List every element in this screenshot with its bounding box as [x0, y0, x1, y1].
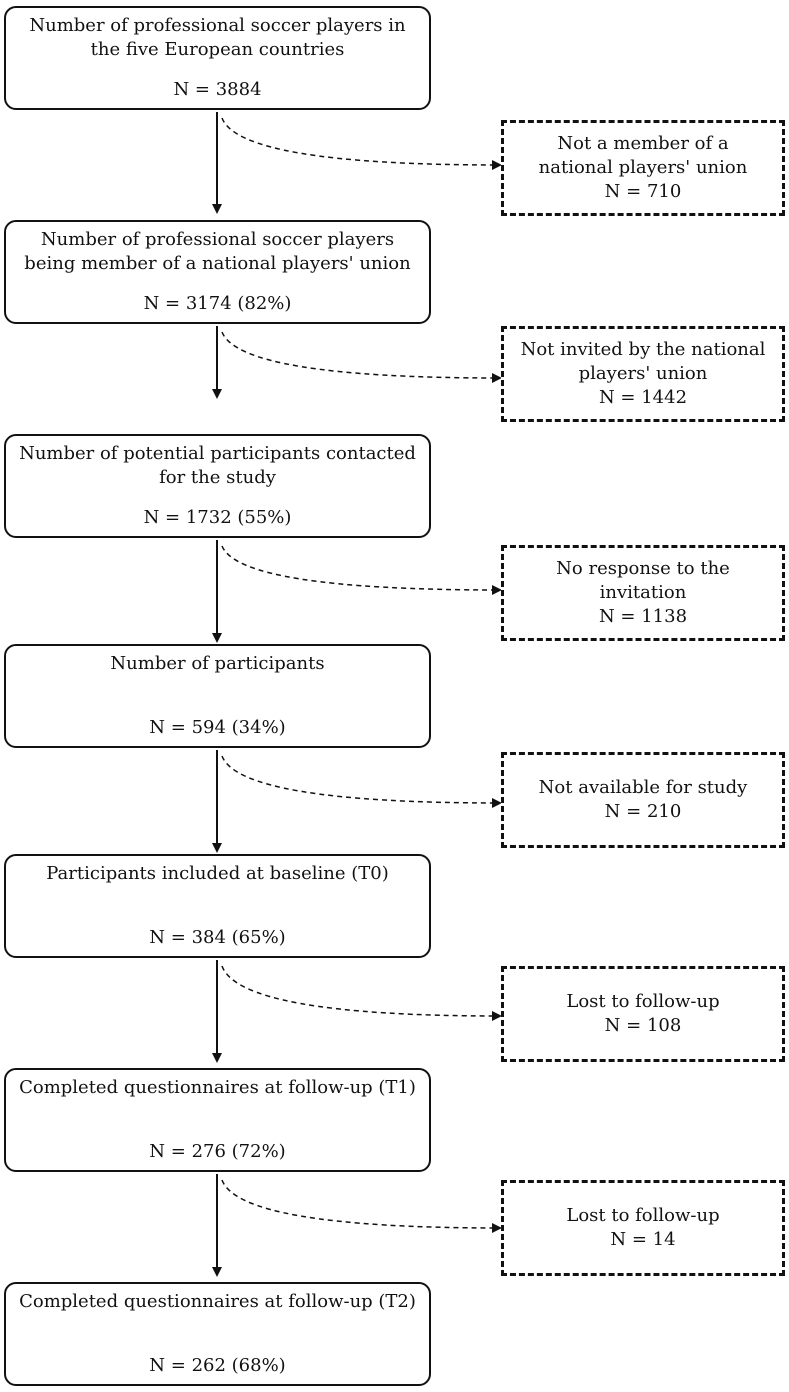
exclusion-count: N = 710: [604, 181, 682, 202]
step-count: N = 3884: [173, 79, 262, 100]
exclusion-count: N = 108: [604, 1015, 682, 1036]
step-count: N = 3174 (82%): [143, 293, 292, 314]
step-box: Number of professional soccer players be…: [4, 220, 431, 324]
step-text: Number of participants: [110, 653, 325, 674]
exclusion-box: Not available for study N = 210: [501, 752, 785, 848]
exclusion-arrow: [221, 1179, 502, 1233]
exclusion-arrow: [221, 117, 502, 170]
step-count: N = 262 (68%): [149, 1355, 286, 1376]
step-count: N = 1732 (55%): [143, 507, 292, 528]
step-box: Number of potential participants contact…: [4, 434, 431, 538]
step-count: N = 594 (34%): [149, 717, 286, 738]
step-count: N = 384 (65%): [149, 927, 286, 948]
exclusion-text: Lost to follow-up: [566, 1205, 720, 1226]
exclusion-box: Not invited by the national players' uni…: [501, 326, 785, 422]
exclusion-count: N = 1442: [598, 387, 688, 408]
step-text: Number of potential participants contact…: [19, 443, 416, 488]
exclusion-box: Lost to follow-up N = 14: [501, 1180, 785, 1276]
exclusion-count: N = 1138: [598, 606, 688, 627]
step-box: Number of participants N = 594 (34%): [4, 644, 431, 748]
exclusion-count: N = 14: [610, 1229, 676, 1250]
exclusion-arrow: [221, 965, 502, 1021]
step-text: Participants included at baseline (T0): [46, 863, 389, 884]
step-count: N = 276 (72%): [149, 1141, 286, 1162]
exclusion-text: Not available for study: [538, 777, 748, 798]
step-text: Number of professional soccer players be…: [24, 229, 411, 274]
step-box: Completed questionnaires at follow-up (T…: [4, 1282, 431, 1386]
step-box: Number of professional soccer players in…: [4, 6, 431, 110]
exclusion-arrow: [221, 331, 502, 383]
exclusion-count: N = 210: [604, 801, 682, 822]
exclusion-arrow: [221, 755, 502, 808]
step-box: Completed questionnaires at follow-up (T…: [4, 1068, 431, 1172]
exclusion-text: Not invited by the national players' uni…: [520, 339, 766, 384]
step-box: Participants included at baseline (T0) N…: [4, 854, 431, 958]
exclusion-arrow: [221, 545, 502, 595]
exclusion-box: Not a member of a national players' unio…: [501, 120, 785, 216]
exclusion-box: Lost to follow-up N = 108: [501, 966, 785, 1062]
step-text: Completed questionnaires at follow-up (T…: [19, 1077, 416, 1098]
exclusion-box: No response to the invitation N = 1138: [501, 545, 785, 641]
exclusion-text: No response to the invitation: [556, 558, 730, 603]
exclusion-text: Lost to follow-up: [566, 991, 720, 1012]
exclusion-text: Not a member of a national players' unio…: [538, 133, 748, 178]
step-text: Completed questionnaires at follow-up (T…: [19, 1291, 416, 1312]
step-text: Number of professional soccer players in…: [29, 15, 406, 60]
